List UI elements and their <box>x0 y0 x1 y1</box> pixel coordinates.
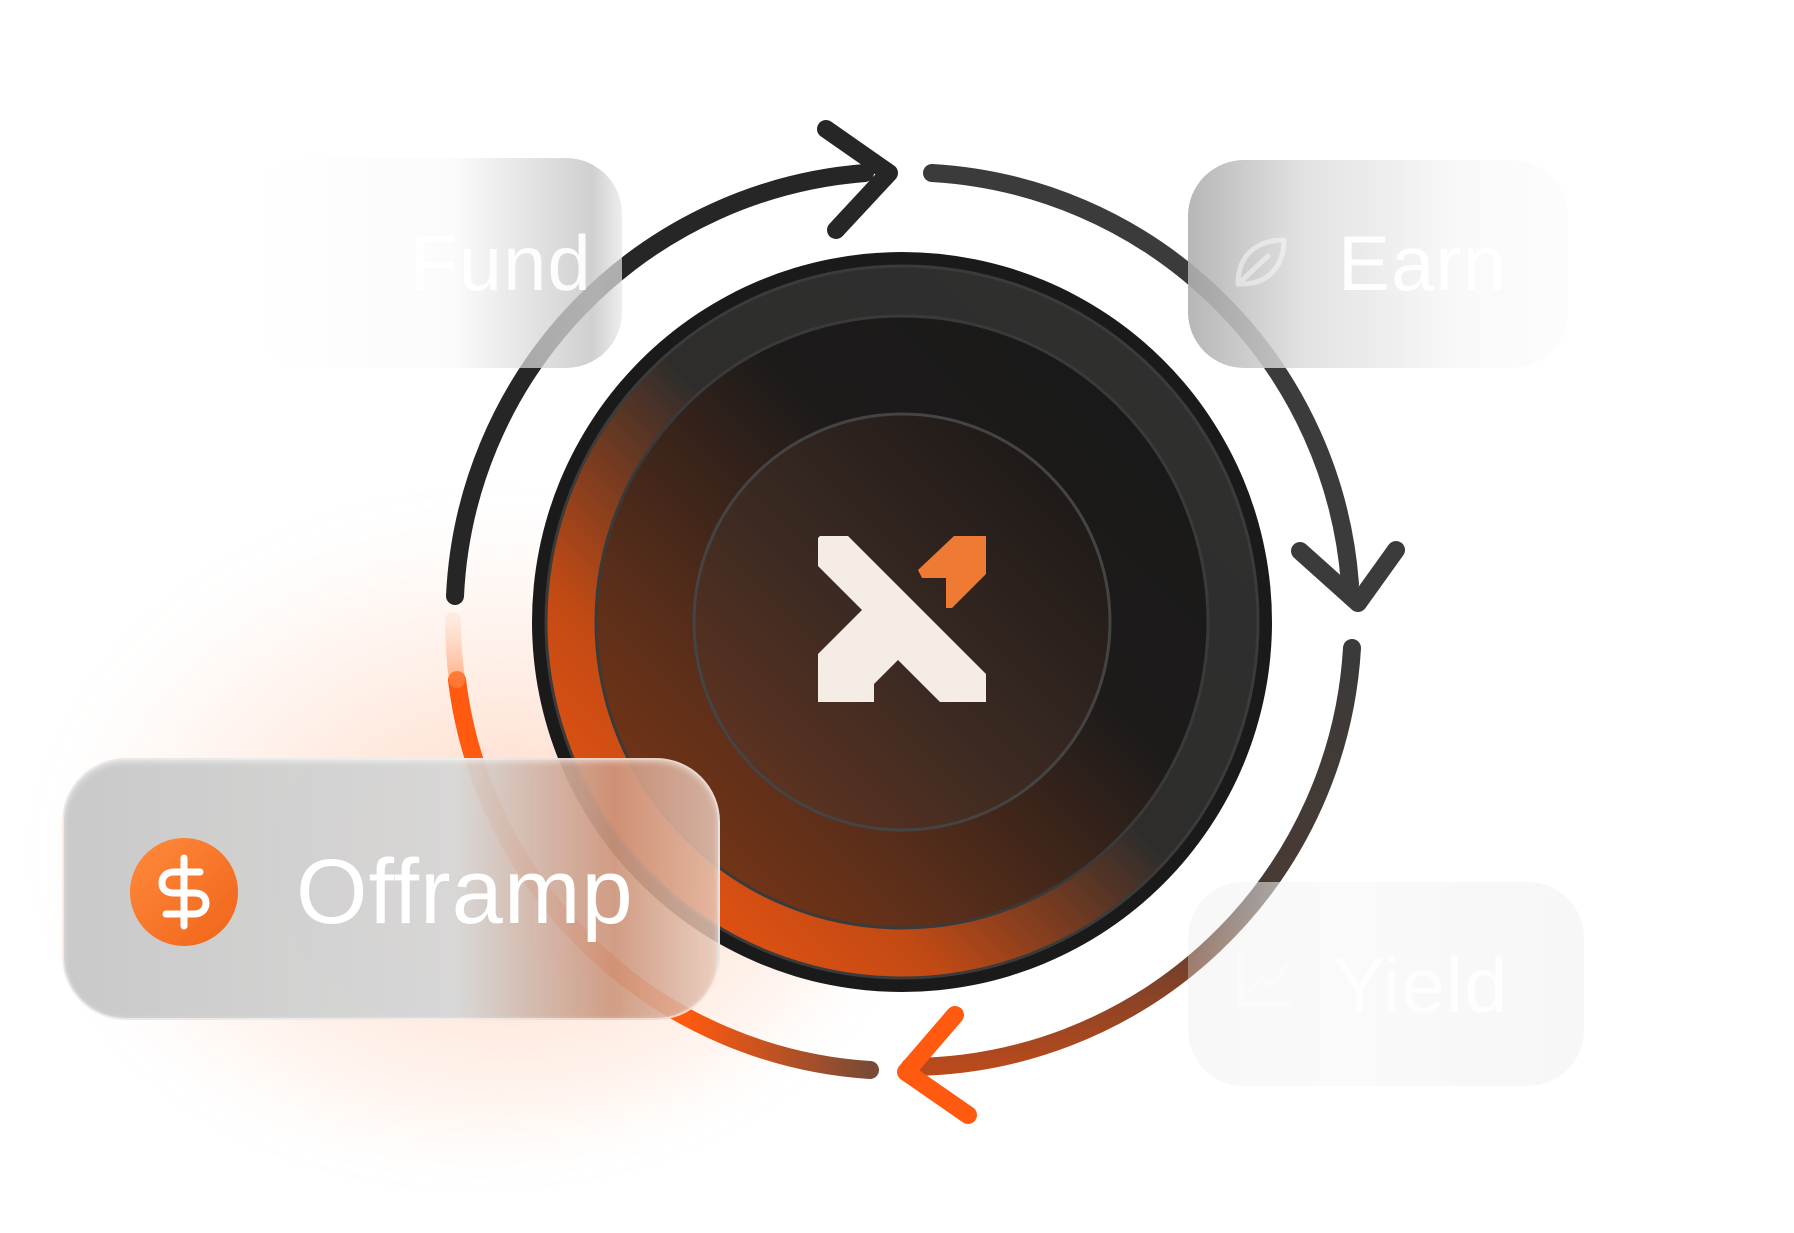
step-label-fund: Fund <box>410 219 592 307</box>
step-card-offramp[interactable]: Offramp <box>62 758 720 1020</box>
x-logo-icon <box>818 536 986 702</box>
leaf-icon <box>1235 237 1287 287</box>
step-card-earn[interactable]: Earn <box>1188 160 1568 368</box>
arc-left-faint <box>444 612 465 688</box>
arrowhead-right <box>1291 541 1405 612</box>
chart-icon <box>1238 953 1292 1007</box>
arrowhead-top <box>817 120 898 239</box>
step-label-offramp: Offramp <box>296 841 634 943</box>
step-label-yield: Yield <box>1333 941 1509 1029</box>
step-card-yield[interactable]: Yield <box>1188 882 1584 1086</box>
cycle-arrowheads <box>817 120 1405 1124</box>
step-label-earn: Earn <box>1338 219 1507 307</box>
step-card-fund[interactable]: Fund <box>250 158 622 368</box>
dollar-icon <box>130 838 238 946</box>
arrowhead-bottom <box>897 1006 977 1124</box>
